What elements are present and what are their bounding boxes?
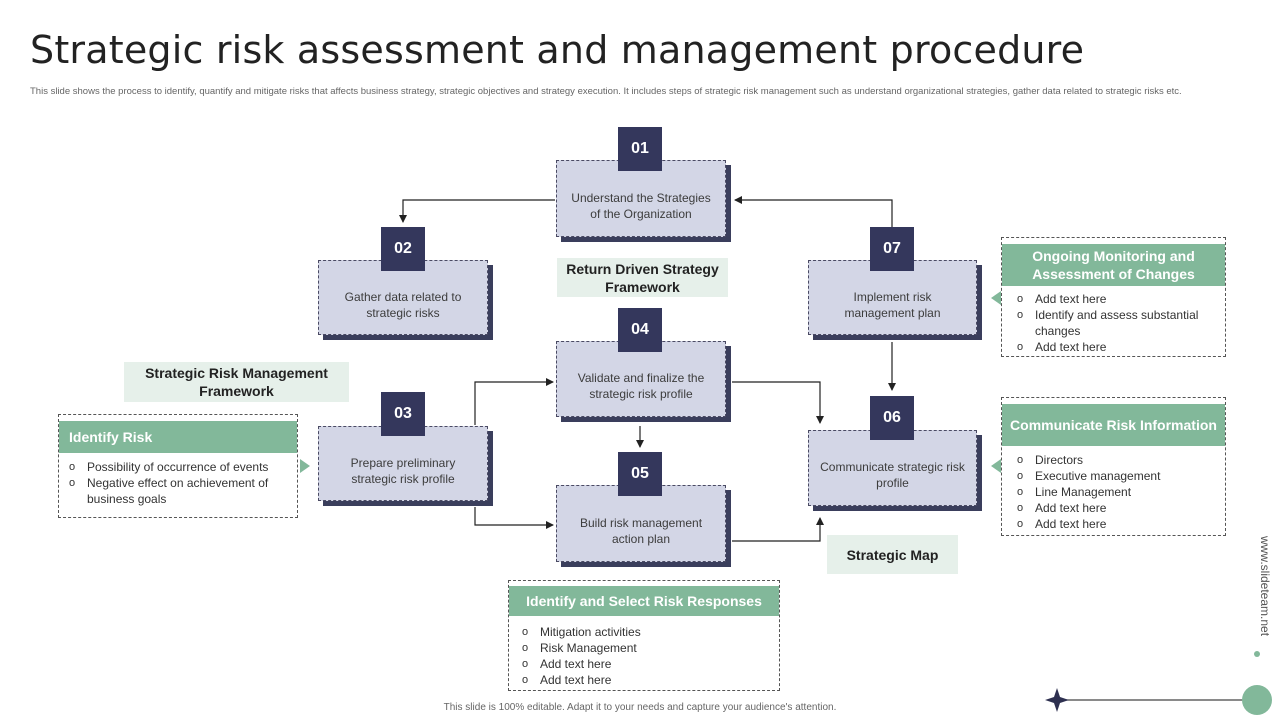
- identify-risk-pointer-icon: [300, 459, 310, 473]
- brand-circle-icon: [1242, 685, 1272, 715]
- ongoing-monitoring-title: Ongoing Monitoring and Assessment of Cha…: [1002, 244, 1225, 286]
- step-05[interactable]: Build risk management action plan 05: [556, 452, 726, 562]
- arrow-04-to-06: [732, 381, 824, 424]
- step-03[interactable]: Prepare preliminary strategic risk profi…: [318, 392, 488, 501]
- step-04-number: 04: [618, 308, 662, 352]
- arrow-01-to-02: [399, 199, 555, 223]
- step-02-text: Gather data related to strategic risks: [318, 260, 488, 335]
- list-item: Add text here: [1017, 516, 1217, 532]
- identify-risk-title: Identify Risk: [59, 421, 297, 453]
- strategic-risk-framework-label: Strategic Risk Management Framework: [124, 362, 349, 402]
- list-item: Mitigation activities: [522, 624, 772, 640]
- ongoing-monitoring-card: Ongoing Monitoring and Assessment of Cha…: [1001, 237, 1226, 357]
- step-03-number: 03: [381, 392, 425, 436]
- list-item: Risk Management: [522, 640, 772, 656]
- list-item: Executive management: [1017, 468, 1217, 484]
- step-02[interactable]: Gather data related to strategic risks 0…: [318, 227, 488, 335]
- communicate-risk-list: Directors Executive management Line Mana…: [1017, 452, 1217, 532]
- list-item: Negative effect on achievement of busine…: [69, 475, 289, 507]
- identify-risk-list: Possibility of occurrence of events Nega…: [69, 459, 289, 507]
- step-07-text: Implement risk management plan: [808, 260, 977, 335]
- footer-note: This slide is 100% editable. Adapt it to…: [443, 702, 837, 713]
- communicate-risk-pointer-icon: [991, 459, 1001, 473]
- slide-title: Strategic risk assessment and management…: [30, 28, 1085, 72]
- step-07[interactable]: Implement risk management plan 07: [808, 227, 977, 335]
- ongoing-monitoring-list: Add text here Identify and assess substa…: [1017, 291, 1217, 355]
- step-06-number: 06: [870, 396, 914, 440]
- list-item: Add text here: [1017, 291, 1217, 307]
- list-item: Identify and assess substantial changes: [1017, 307, 1217, 339]
- list-item: Add text here: [1017, 500, 1217, 516]
- step-01[interactable]: Understand the Strategies of the Organiz…: [556, 127, 726, 237]
- communicate-risk-card: Communicate Risk Information Directors E…: [1001, 397, 1226, 536]
- list-item: Line Management: [1017, 484, 1217, 500]
- arrow-05-to-06: [732, 517, 824, 542]
- step-06-text: Communicate strategic risk profile: [808, 430, 977, 506]
- step-06[interactable]: Communicate strategic risk profile 06: [808, 396, 977, 506]
- step-01-text: Understand the Strategies of the Organiz…: [556, 160, 726, 237]
- risk-responses-title: Identify and Select Risk Responses: [509, 586, 779, 616]
- arrow-03-to-04: [474, 378, 554, 425]
- list-item: Add text here: [522, 656, 772, 672]
- step-01-number: 01: [618, 127, 662, 171]
- list-item: Add text here: [1017, 339, 1217, 355]
- brand-url: www.slideteam.net: [1258, 536, 1272, 637]
- step-02-number: 02: [381, 227, 425, 271]
- ongoing-monitoring-pointer-icon: [991, 291, 1001, 305]
- step-04[interactable]: Validate and finalize the strategic risk…: [556, 308, 726, 417]
- list-item: Add text here: [522, 672, 772, 688]
- list-item: Directors: [1017, 452, 1217, 468]
- return-driven-label: Return Driven Strategy Framework: [557, 258, 728, 297]
- arrow-07-to-01: [734, 196, 893, 227]
- step-05-text: Build risk management action plan: [556, 485, 726, 562]
- arrow-03-to-05: [474, 507, 554, 529]
- identify-risk-card: Identify Risk Possibility of occurrence …: [58, 414, 298, 518]
- step-07-number: 07: [870, 227, 914, 271]
- strategic-map-label: Strategic Map: [827, 535, 958, 574]
- sparkle-icon: [1045, 688, 1069, 712]
- slide-subtitle: This slide shows the process to identify…: [30, 86, 1182, 97]
- risk-responses-list: Mitigation activities Risk Management Ad…: [522, 624, 772, 688]
- step-03-text: Prepare preliminary strategic risk profi…: [318, 426, 488, 501]
- communicate-risk-title: Communicate Risk Information: [1002, 404, 1225, 446]
- list-item: Possibility of occurrence of events: [69, 459, 289, 475]
- step-05-number: 05: [618, 452, 662, 496]
- step-04-text: Validate and finalize the strategic risk…: [556, 341, 726, 417]
- risk-responses-card: Identify and Select Risk Responses Mitig…: [508, 580, 780, 691]
